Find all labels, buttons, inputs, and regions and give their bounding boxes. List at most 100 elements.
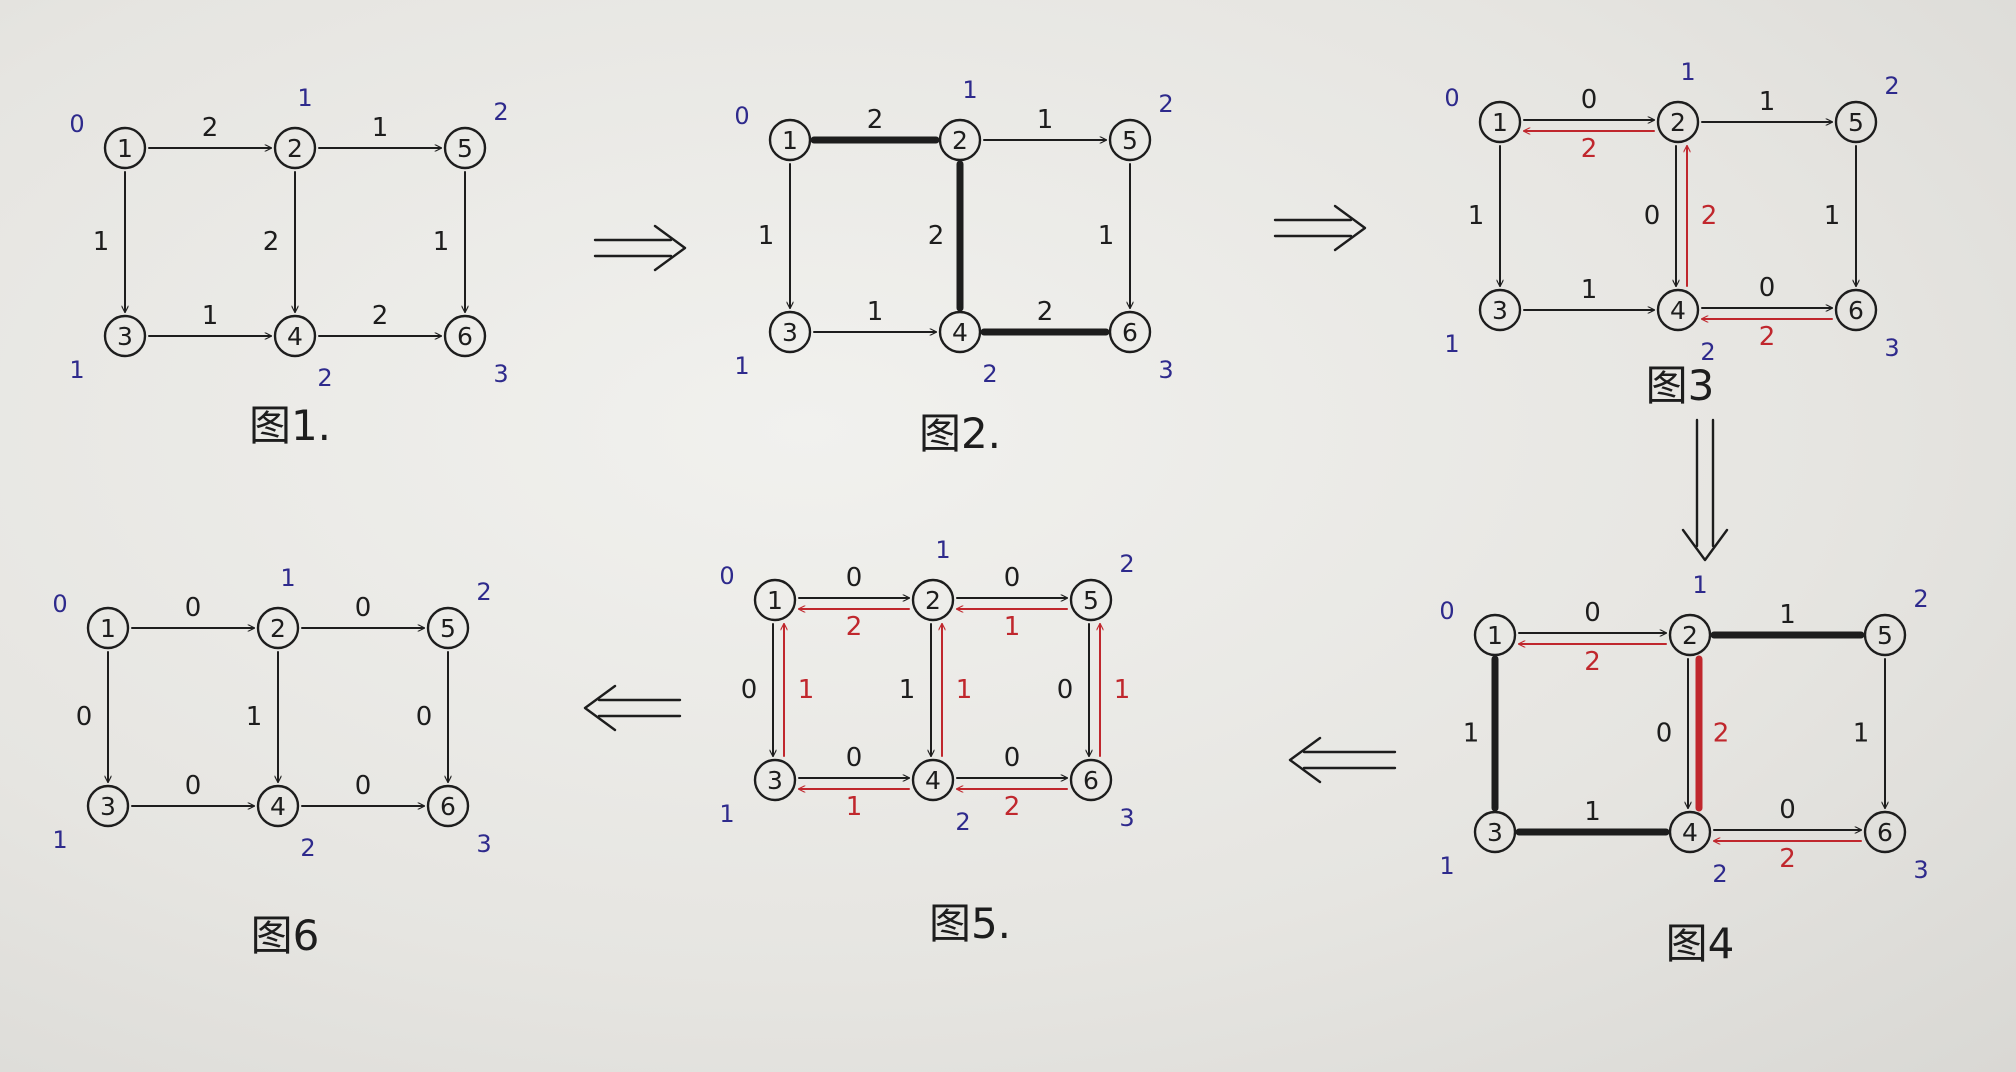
edge-label: 2: [846, 612, 863, 642]
node-circle: [768, 310, 812, 354]
figure-caption: 图2.: [919, 409, 1001, 458]
node-level-label: 2: [982, 360, 997, 388]
node-3: 31: [734, 310, 812, 380]
node-2: 21: [1656, 58, 1700, 144]
node-circle: [1834, 288, 1878, 332]
node-4: 42: [911, 758, 971, 836]
edge-label: 1: [956, 675, 973, 705]
node-5: 52: [1069, 550, 1135, 622]
node-label: 5: [1877, 621, 1893, 650]
node-circle: [86, 606, 130, 650]
node-level-label: 3: [476, 830, 491, 858]
node-6: 63: [1069, 758, 1135, 832]
node-level-label: 2: [1712, 860, 1727, 888]
edge-label: 1: [1584, 797, 1601, 827]
edge-label: 2: [263, 227, 280, 257]
node-circle: [1108, 310, 1152, 354]
node-label: 6: [1848, 296, 1864, 325]
node-level-label: 1: [1680, 58, 1695, 86]
node-5: 52: [1108, 90, 1174, 162]
node-level-label: 1: [1444, 330, 1459, 358]
edge-label: 0: [416, 702, 433, 732]
node-label: 3: [100, 792, 116, 821]
edge-label: 0: [1584, 598, 1601, 628]
edge-label: 1: [1468, 201, 1485, 231]
node-level-label: 2: [1884, 72, 1899, 100]
edge-label: 1: [1098, 221, 1115, 251]
node-3: 31: [69, 314, 147, 384]
node-5: 52: [426, 578, 492, 650]
node-2: 21: [938, 76, 982, 162]
transition-arrow-right: [593, 224, 687, 272]
edge-label: 1: [867, 297, 884, 327]
node-label: 4: [270, 792, 286, 821]
node-6: 63: [1108, 310, 1174, 384]
node-label: 5: [1122, 126, 1138, 155]
node-circle: [256, 606, 300, 650]
node-label: 2: [925, 586, 941, 615]
node-circle: [256, 784, 300, 828]
node-circle: [86, 784, 130, 828]
node-6: 63: [426, 784, 492, 858]
edge-label: 0: [1759, 273, 1776, 303]
node-circle: [1473, 613, 1517, 657]
node-level-label: 3: [1158, 356, 1173, 384]
node-level-label: 0: [719, 562, 734, 590]
edge-label: 2: [1037, 297, 1054, 327]
edge-label: 2: [1779, 844, 1796, 874]
node-5: 52: [443, 98, 509, 170]
node-circle: [1069, 758, 1113, 802]
node-label: 3: [767, 766, 783, 795]
node-label: 1: [767, 586, 783, 615]
node-label: 5: [440, 614, 456, 643]
node-6: 63: [1834, 288, 1900, 362]
node-3: 31: [52, 784, 130, 854]
node-level-label: 2: [1700, 338, 1715, 366]
node-4: 42: [938, 310, 998, 388]
node-label: 2: [270, 614, 286, 643]
edge-label: 0: [846, 563, 863, 593]
node-level-label: 2: [300, 834, 315, 862]
node-circle: [426, 784, 470, 828]
node-label: 1: [1492, 108, 1508, 137]
node-label: 3: [1492, 296, 1508, 325]
node-1: 10: [52, 590, 130, 650]
edge-label: 0: [355, 771, 372, 801]
node-label: 6: [1083, 766, 1099, 795]
edge-label: 1: [1004, 612, 1021, 642]
transition-arrow-left: [583, 684, 682, 732]
edge-label: 1: [1824, 201, 1841, 231]
node-circle: [1656, 288, 1700, 332]
double-arrow-icon: [1681, 418, 1729, 562]
edge-label: 1: [1463, 719, 1480, 749]
node-1: 10: [734, 102, 812, 162]
transitions-layer: [583, 204, 1729, 784]
node-1: 10: [1439, 597, 1517, 657]
node-4: 42: [273, 314, 333, 392]
edge-label: 2: [928, 221, 945, 251]
node-2: 21: [911, 536, 955, 622]
node-2: 21: [273, 84, 317, 170]
edge-label: 1: [372, 113, 389, 143]
node-level-label: 2: [493, 98, 508, 126]
double-arrow-icon: [593, 224, 687, 272]
edge-label: 1: [1759, 87, 1776, 117]
node-circle: [1478, 288, 1522, 332]
node-label: 5: [457, 134, 473, 163]
node-circle: [768, 118, 812, 162]
figure-caption: 图3: [1646, 361, 1715, 410]
figure-caption: 图6: [251, 911, 320, 960]
double-arrow-icon: [1273, 204, 1367, 252]
node-circle: [911, 578, 955, 622]
node-level-label: 0: [1444, 84, 1459, 112]
edge-label: 1: [758, 221, 775, 251]
node-label: 2: [952, 126, 968, 155]
edge-label: 2: [1713, 719, 1730, 749]
